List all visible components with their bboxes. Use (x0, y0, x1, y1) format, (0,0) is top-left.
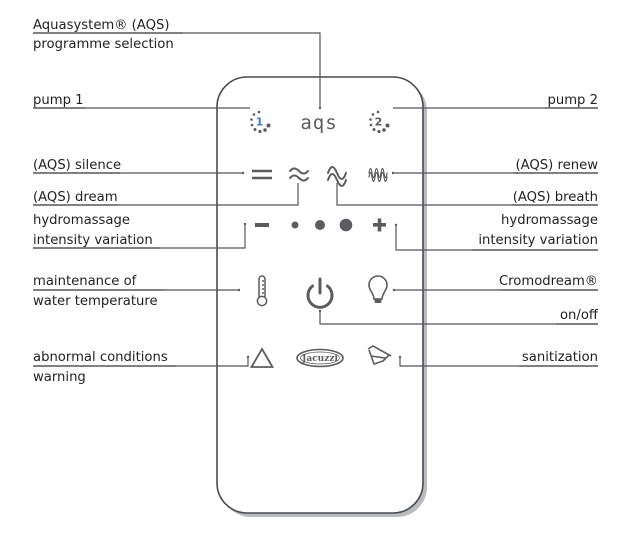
label-onoff: on/off (560, 308, 599, 323)
intensity-level-indicator (291, 218, 353, 232)
pump-1-icon: 1 (250, 110, 271, 134)
label-warning-line1: abnormal conditions (33, 350, 168, 365)
breath-wave-icon (327, 166, 347, 187)
plus-icon (373, 218, 386, 232)
leader-hydro-left (160, 224, 246, 249)
intensity-increase-button[interactable] (373, 218, 386, 232)
label-aqs-selection-line2: programme selection (33, 37, 174, 52)
renew-wave-icon (368, 167, 388, 183)
label-warning-line2: warning (33, 370, 86, 385)
leader-aqs (183, 32, 321, 107)
sanitization-icon (367, 345, 392, 365)
remote-outline (216, 76, 424, 514)
label-dream: (AQS) dream (33, 190, 118, 205)
leader-dot-warning (246, 355, 250, 359)
leader-dot-onoff (318, 309, 322, 313)
leader-breath (336, 183, 512, 206)
label-cromodream: Cromodream® (499, 274, 598, 289)
label-pump2: pump 2 (547, 93, 598, 108)
warning-triangle-icon (249, 347, 275, 368)
pump-2-button[interactable]: 2 (369, 110, 390, 134)
aqs-button[interactable]: aqs (300, 112, 337, 134)
remote-buttons: 1 aqs 2 (249, 110, 392, 368)
leader-dot-aqs (318, 106, 322, 110)
aqs-icon: aqs (300, 112, 337, 134)
silence-icon (252, 169, 272, 180)
labels: Aquasystem® (AQS) programme selection pu… (33, 18, 599, 385)
leader-dot-renew (391, 171, 395, 175)
power-icon (306, 277, 334, 309)
light-button[interactable] (368, 275, 388, 303)
label-sanitization: sanitization (522, 350, 598, 365)
leader-dot-hydro-left (243, 222, 247, 226)
renew-button[interactable] (368, 167, 388, 183)
pump-1-button[interactable]: 1 (250, 110, 271, 134)
breath-button[interactable] (327, 166, 347, 187)
jacuzzi-logo-text: Jacuzzi (301, 354, 338, 364)
minus-icon (255, 223, 269, 227)
leader-dot-cromodream (392, 288, 396, 292)
level-dot-3 (339, 218, 353, 232)
leader-dot-maintenance (237, 288, 241, 292)
label-hydro-left-line2: intensity variation (33, 233, 153, 248)
leader-warning (176, 357, 249, 367)
dream-button[interactable] (289, 167, 309, 182)
jacuzzi-logo: Jacuzzi (296, 348, 344, 368)
leader-dot-sanitization (398, 355, 402, 359)
label-maintenance-line2: water temperature (33, 294, 158, 309)
leader-dot-hydro-right (394, 223, 398, 227)
temperature-button[interactable] (256, 275, 268, 307)
level-dot-2 (315, 220, 325, 230)
light-bulb-icon (368, 275, 388, 303)
label-hydro-right-line1: hydromassage (501, 213, 598, 228)
leader-dream (118, 183, 299, 206)
intensity-decrease-button[interactable] (255, 223, 269, 227)
label-hydro-left-line1: hydromassage (33, 213, 130, 228)
label-maintenance-line1: maintenance of (33, 274, 137, 289)
pump-1-digit: 1 (256, 116, 264, 129)
leader-sanitization (399, 357, 519, 367)
power-button[interactable] (306, 277, 334, 309)
label-hydro-right-line2: intensity variation (478, 233, 598, 248)
label-breath: (AQS) breath (513, 190, 598, 205)
silence-button[interactable] (252, 169, 272, 180)
pump-2-icon: 2 (369, 110, 390, 134)
sanitization-button[interactable] (367, 345, 392, 365)
remote-body (216, 76, 427, 517)
leader-onoff (319, 311, 556, 325)
thermometer-icon (256, 275, 268, 307)
warning-indicator (249, 347, 275, 368)
label-renew: (AQS) renew (515, 158, 598, 173)
level-dot-1 (291, 221, 299, 229)
dream-wave-icon (289, 167, 309, 182)
leader-dot-silence (241, 171, 245, 175)
leader-hydro-right (395, 225, 472, 251)
label-aqs-selection-line1: Aquasystem® (AQS) (33, 18, 170, 33)
label-silence: (AQS) silence (33, 158, 121, 173)
label-pump1: pump 1 (33, 93, 84, 108)
leader-lines (33, 32, 598, 367)
pump-2-digit: 2 (375, 116, 383, 129)
